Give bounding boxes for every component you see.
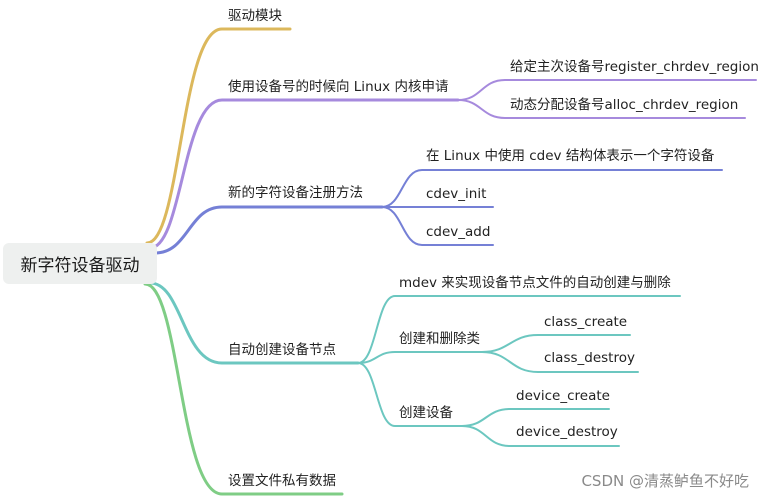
node-auto-create[interactable]: 自动创建设备节点 xyxy=(228,342,336,358)
connector-driver-module xyxy=(145,27,292,245)
connector-register-chrdev-region xyxy=(457,79,757,101)
node-private-data[interactable]: 设置文件私有数据 xyxy=(228,473,336,489)
connector-device-create xyxy=(461,408,610,427)
connector-cdev-struct xyxy=(381,169,723,208)
connector-create-device xyxy=(357,362,463,427)
node-create-delete-class[interactable]: 创建和删除类 xyxy=(399,331,480,347)
node-driver-module[interactable]: 驱动模块 xyxy=(228,8,282,24)
node-class-create[interactable]: class_create xyxy=(544,314,628,330)
node-register-chrdev-region[interactable]: 给定主次设备号register_chrdev_region xyxy=(510,59,759,75)
node-alloc-chrdev-region[interactable]: 动态分配设备号alloc_chrdev_region xyxy=(510,97,739,113)
node-cdev-init[interactable]: cdev_init xyxy=(426,186,487,202)
connector-private-data xyxy=(143,282,344,496)
watermark: CSDN @清蒸鲈鱼不好吃 xyxy=(581,472,749,490)
connector-auto-create xyxy=(148,281,360,365)
connector-device-destroy xyxy=(461,425,620,447)
node-device-destroy[interactable]: device_destroy xyxy=(516,424,618,440)
node-device-number[interactable]: 使用设备号的时候向 Linux 内核申请 xyxy=(228,79,449,95)
connector-cdev-add xyxy=(381,206,494,246)
node-create-device[interactable]: 创建设备 xyxy=(399,405,453,421)
connector-alloc-chrdev-region xyxy=(457,99,746,119)
connector-class-destroy xyxy=(481,351,639,373)
root-node[interactable]: 新字符设备驱动 xyxy=(3,243,157,284)
connector-device-number xyxy=(148,98,460,250)
node-cdev-add[interactable]: cdev_add xyxy=(426,224,491,240)
connector-create-delete-class xyxy=(357,351,483,364)
connector-new-register xyxy=(153,205,384,255)
node-class-destroy[interactable]: class_destroy xyxy=(544,350,635,366)
node-mdev[interactable]: mdev 来实现设备节点文件的自动创建与删除 xyxy=(399,275,671,291)
node-cdev-struct[interactable]: 在 Linux 中使用 cdev 结构体表示一个字符设备 xyxy=(426,148,715,164)
connector-class-create xyxy=(481,334,631,353)
node-device-create[interactable]: device_create xyxy=(516,388,610,404)
connector-mdev xyxy=(357,295,681,364)
node-new-register[interactable]: 新的字符设备注册方法 xyxy=(228,185,363,201)
